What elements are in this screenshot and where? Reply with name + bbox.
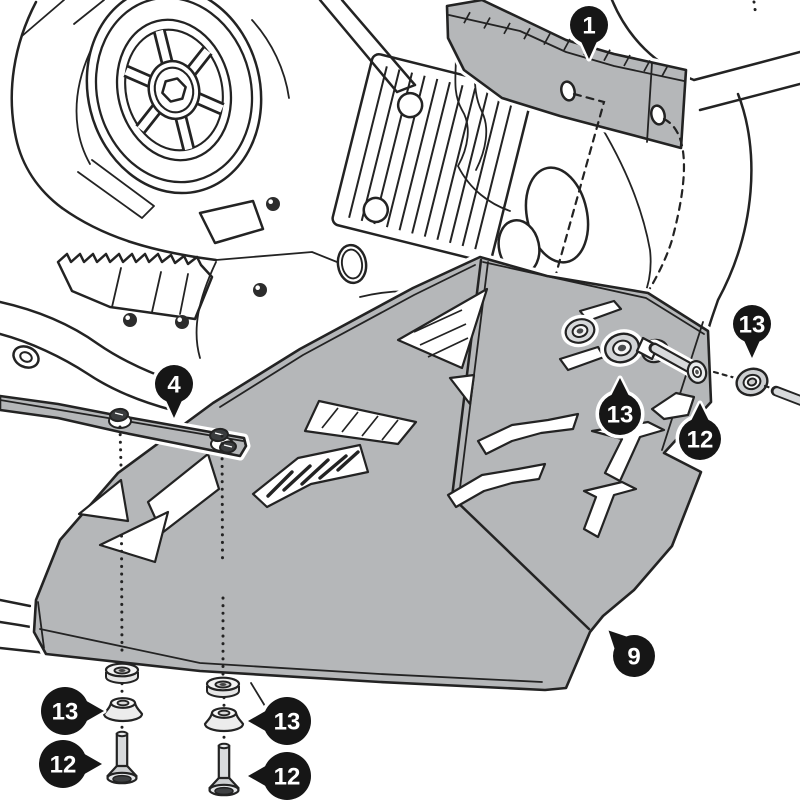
engine-line-art	[0, 0, 800, 661]
callout-balloons: 1 4 13 13 12 9 13 12 13 12	[35, 2, 775, 800]
arm-bolt	[109, 407, 129, 423]
callout-number: 13	[739, 312, 766, 339]
hardware-right	[635, 336, 800, 409]
bolt-12	[106, 730, 138, 785]
case-bolt	[175, 315, 189, 329]
footpeg	[56, 252, 214, 321]
bracket-hole	[650, 104, 666, 126]
callout-12: 12	[245, 748, 315, 800]
arm-bolt	[209, 427, 229, 443]
callout-9: 9	[606, 628, 659, 681]
bracket-hole	[560, 80, 576, 102]
callout-1: 1	[566, 2, 612, 62]
hardware-bottom	[102, 662, 266, 797]
dotted-alignment-lines	[118, 425, 226, 745]
lever-pivot-bolt	[12, 345, 40, 369]
round-engine-cover	[85, 0, 263, 195]
callout-number: 12	[50, 752, 77, 779]
callout-13: 13	[595, 375, 645, 439]
callout-number: 12	[274, 764, 301, 791]
case-opening	[524, 166, 590, 264]
callout-13: 13	[37, 683, 107, 739]
upper-bracket-part-1	[442, 0, 691, 153]
case-bolt	[123, 313, 137, 327]
bracket-body	[445, 0, 688, 150]
plate-cap	[205, 676, 241, 698]
frame-tube	[318, 0, 417, 94]
callout-12: 12	[35, 736, 105, 792]
arm-bolt	[219, 440, 237, 454]
callout-13: 13	[245, 693, 315, 749]
crankcase-contour	[10, 0, 64, 210]
callout-number: 13	[52, 699, 79, 726]
case-bolt	[266, 197, 280, 211]
bolt-12	[208, 742, 240, 797]
callout-number: 1	[582, 13, 595, 40]
callout-number: 12	[687, 427, 714, 454]
callout-number: 13	[274, 709, 301, 736]
skid-plate-part-9	[29, 252, 716, 695]
callout-number: 4	[167, 372, 181, 399]
case-bolt	[253, 283, 267, 297]
washer-13	[102, 697, 144, 723]
hex-axle-bolt	[161, 77, 187, 103]
callout-number: 13	[607, 402, 634, 429]
callout-12: 12	[675, 400, 725, 464]
heel-plate	[198, 199, 265, 245]
rectifier	[331, 53, 533, 263]
callout-4: 4	[151, 361, 197, 421]
washer-13	[203, 707, 245, 733]
plate-cutouts	[77, 287, 696, 564]
plate-cap	[104, 662, 140, 684]
leader-line	[250, 682, 266, 707]
rectifier-fins	[348, 66, 514, 250]
callout-number: 9	[627, 644, 640, 671]
stand-bar	[77, 159, 155, 219]
callout-13: 13	[729, 301, 775, 361]
